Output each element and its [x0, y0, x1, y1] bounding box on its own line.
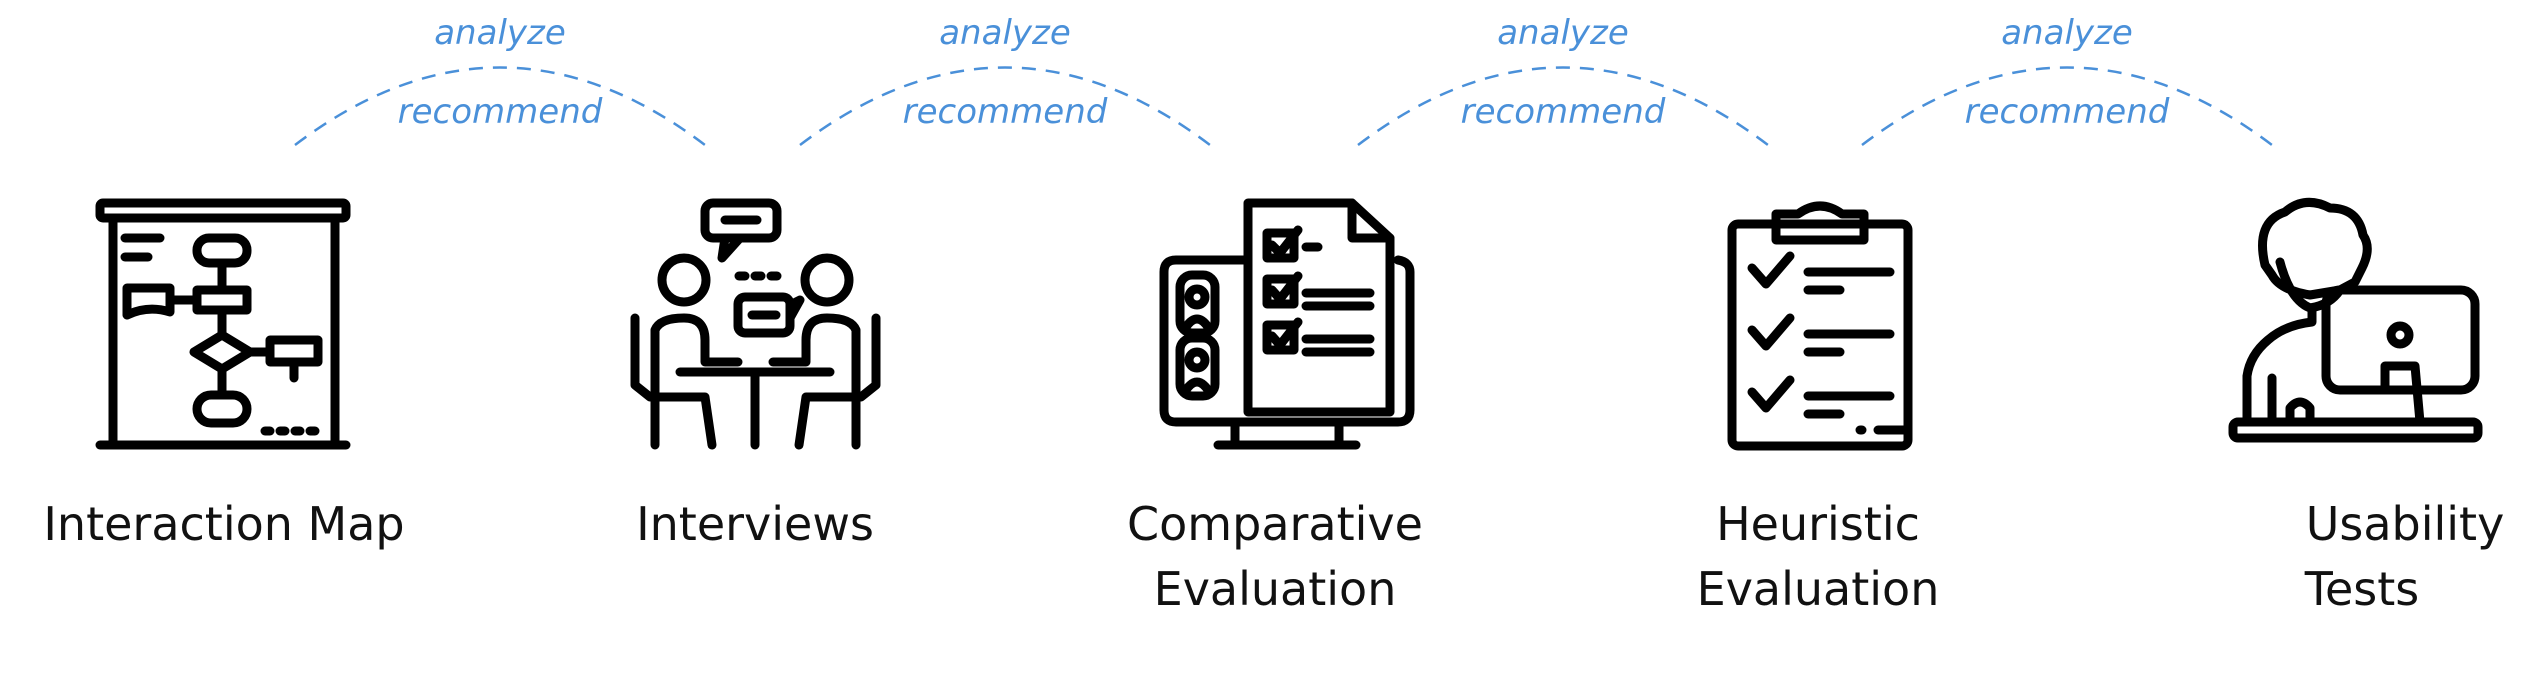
interview-people-icon: [630, 198, 881, 450]
step-label-interaction-map: Interaction Map: [43, 497, 404, 551]
arc-top-label: analyze: [1497, 13, 1629, 53]
step-label-heuristic-line-1: Heuristic: [1716, 497, 1920, 551]
step-label-comparative-line-1: Comparative: [1127, 497, 1423, 551]
arc-1: analyze recommend: [294, 13, 706, 146]
step-label-usability-line-1: Usability: [2306, 497, 2505, 551]
flowchart-board-icon: [95, 198, 351, 450]
user-at-computer-icon: [2228, 197, 2483, 443]
step-label-comparative-line-2: Evaluation: [1154, 562, 1397, 616]
step-label-heuristic-line-2: Evaluation: [1697, 562, 1940, 616]
arc-2: analyze recommend: [799, 13, 1211, 146]
checklist-clipboard-icon: [1727, 201, 1913, 451]
arc-bottom-label: recommend: [903, 92, 1108, 132]
arc-top-label: analyze: [434, 13, 566, 53]
arc-4: analyze recommend: [1861, 13, 2273, 146]
comparison-monitor-icon: [1159, 198, 1415, 450]
step-label-usability-line-2: Tests: [2304, 562, 2420, 616]
arc-top-label: analyze: [2001, 13, 2133, 53]
arc-bottom-label: recommend: [1965, 92, 2170, 132]
arc-bottom-label: recommend: [398, 92, 603, 132]
arc-top-label: analyze: [939, 13, 1071, 53]
arc-bottom-label: recommend: [1461, 92, 1666, 132]
step-label-interviews: Interviews: [636, 497, 874, 551]
arc-3: analyze recommend: [1357, 13, 1769, 146]
